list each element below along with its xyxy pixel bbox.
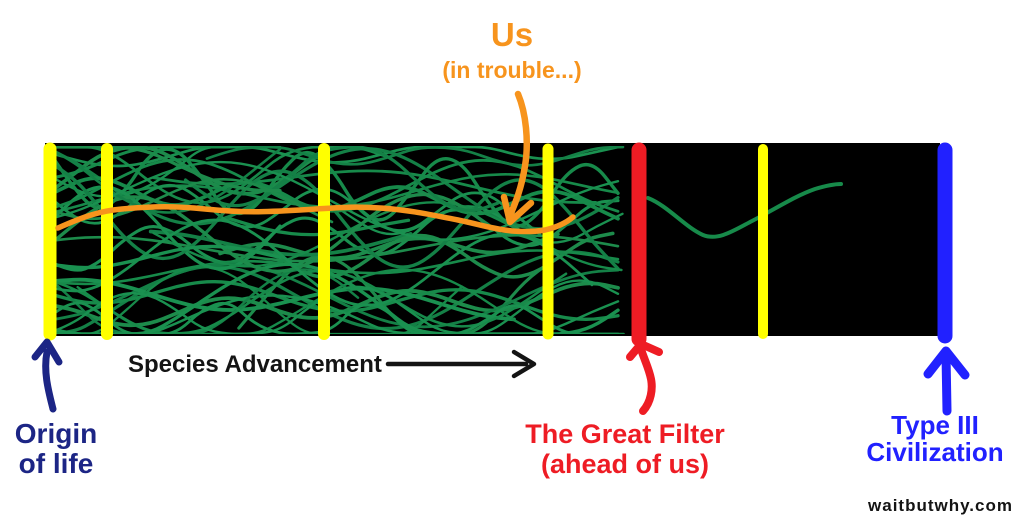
species-path <box>46 146 282 198</box>
milestone-lines <box>43 142 768 341</box>
species-path <box>46 279 620 334</box>
species-advancement-label: Species Advancement <box>128 351 382 378</box>
us-species-path <box>55 204 576 235</box>
great-filter-label-line2: (ahead of us) <box>540 449 709 479</box>
type3-civilization-label: Type III Civilization <box>835 412 1024 466</box>
species-path <box>46 146 282 214</box>
species-path <box>46 244 282 270</box>
origin-arrow-head <box>31 338 63 366</box>
end-lines <box>631 142 953 347</box>
great-filter-arrow <box>626 340 663 415</box>
species-path <box>46 277 516 322</box>
species-path <box>46 301 620 334</box>
species-path <box>46 262 620 329</box>
great-filter-label-line1: The Great Filter <box>525 419 725 449</box>
us-note-label: (in trouble...) <box>442 57 582 83</box>
species-path <box>46 199 620 272</box>
species-path <box>46 146 282 193</box>
species-path <box>76 268 625 334</box>
advancement-arrow-head <box>511 349 537 379</box>
origin-of-life-label: Origin of life <box>0 419 112 479</box>
us-label: Us <box>490 16 534 53</box>
us-arrow-head <box>500 193 535 226</box>
species-path <box>46 262 620 334</box>
surviving-species-path <box>646 182 843 239</box>
timeline-bar <box>45 143 940 336</box>
type3-label-line1: Type III <box>891 410 979 440</box>
species-path <box>46 192 490 274</box>
species-path <box>183 146 500 212</box>
type3-arrow-head <box>923 346 970 380</box>
origin-arrow <box>31 338 63 413</box>
origin-arrow-shaft <box>42 348 57 413</box>
great-filter-arrow-head <box>626 340 663 361</box>
type3-arrow-shaft <box>941 349 952 416</box>
us-arrow-shaft <box>505 90 530 222</box>
watermark: waitbutwhy.com <box>868 496 1013 515</box>
origin-label-line2: of life <box>18 448 94 479</box>
species-path <box>46 146 620 228</box>
type3-label-line2: Civilization <box>866 437 1004 467</box>
great-filter-arrow-shaft <box>638 348 656 415</box>
origin-label-line1: Origin <box>14 418 98 449</box>
advancement-arrow <box>385 349 537 379</box>
us-arrow <box>500 90 535 226</box>
species-path <box>46 160 620 241</box>
great-filter-label: The Great Filter (ahead of us) <box>505 419 745 479</box>
type3-arrow <box>923 346 970 416</box>
